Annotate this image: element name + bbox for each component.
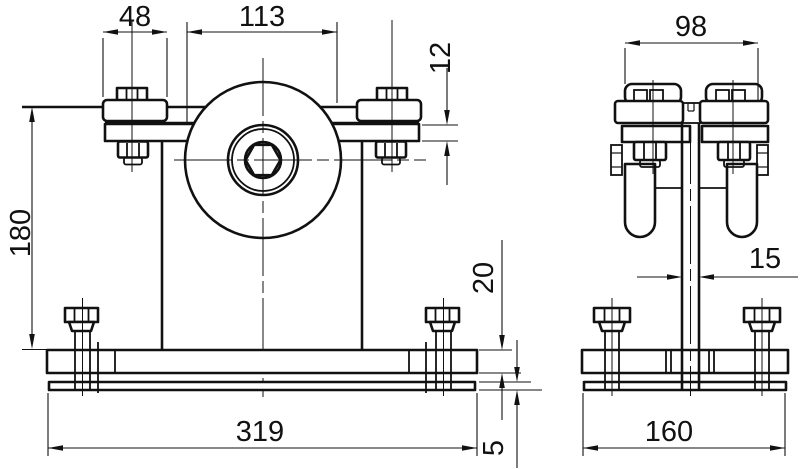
arrowhead-icon [625,40,640,46]
dimension-113: 113 [186,1,338,123]
bolt-tip [639,159,661,168]
dimension-label: 12 [425,42,457,74]
bolt-flange [67,320,96,333]
side-tab [756,144,769,176]
clamp-plate-upper [613,99,685,125]
dimension-20: 20 [468,240,521,420]
dimension-label: 20 [468,262,500,294]
arrowhead-icon [152,29,167,35]
front-view: 48 113 12 180 [5,1,542,468]
side-clamp-right [698,82,770,176]
base-main-plate [45,348,479,375]
dimension-label: 160 [645,416,693,448]
clamp-plate-lower [700,124,770,144]
arrowhead-icon [667,274,682,280]
clamp-plate-upper [101,98,169,123]
arrowhead-icon [444,110,450,125]
rollers [623,162,759,239]
dimension-15: 15 [637,243,798,280]
web-plate [680,123,701,396]
roller-left [623,162,657,239]
dimension-label: 15 [749,243,781,275]
base-plate-front [45,342,479,393]
clamp-plate-lower [620,124,692,144]
arrowhead-icon [514,390,520,405]
clamp-assembly-left [101,20,169,172]
side-clamp-left [610,82,692,176]
arrowhead-icon [499,373,505,388]
clamp-nut [116,140,150,159]
dimension-label: 5 [478,440,510,456]
bolt-head [424,306,461,324]
arrowhead-icon [29,107,35,122]
bolt-tip [723,159,745,168]
bolt-tip [123,156,143,166]
arrowhead-icon [770,445,785,451]
side-base-bolt-left [592,298,632,396]
dimension-12: 12 [422,42,458,185]
arrowhead-icon [462,445,477,451]
hanger-plate [160,141,364,349]
dimension-label: 113 [239,1,285,33]
clamp-plate-upper [355,98,423,123]
clamp-plate-upper [698,99,770,125]
roller-right [725,162,759,239]
arrowhead-icon [514,367,520,382]
side-nut-left [632,80,668,174]
base-bolt-right [424,298,461,396]
dimension-319: 319 [47,393,478,456]
base-shim-plate [582,380,788,392]
clamp-nut [716,140,752,162]
wheel [174,58,426,397]
arrowhead-icon [48,445,63,451]
side-tab [610,144,623,176]
clamp-assembly-right [355,20,423,172]
arrowhead-icon [699,274,714,280]
arrowhead-icon [322,29,337,35]
clamp-nut [632,140,668,162]
bolt-flange [428,320,457,333]
dimension-5: 5 [478,340,542,468]
arrowhead-icon [499,335,505,350]
arrowhead-icon [29,334,35,349]
arrowhead-icon [103,29,118,35]
arrowhead-icon [743,40,758,46]
dimension-98: 98 [624,11,759,101]
side-nut-right [716,80,752,174]
dimension-160: 160 [582,393,786,456]
hanger-plate-head [682,102,701,124]
dimension-48: 48 [102,1,168,97]
base-main-plate [580,348,790,375]
dimension-label: 98 [675,11,707,43]
base-bolt-left [63,298,100,396]
dimension-label: 48 [119,1,151,33]
hanger-plate-top [682,102,701,124]
dimension-label: 319 [236,416,284,448]
base-shim-plate [47,380,477,392]
dimension-label: 180 [5,209,37,257]
arrowhead-icon [583,445,598,451]
arrowhead-icon [187,29,202,35]
bolt-head [63,306,100,324]
dimension-180: 180 [5,107,47,351]
clamp-nut [374,140,408,159]
bolt-tip [381,156,401,166]
base-plate-side [580,348,790,392]
side-view: 98 15 160 [580,11,798,456]
side-base-bolt-right [742,298,782,396]
arrowhead-icon [444,141,450,156]
